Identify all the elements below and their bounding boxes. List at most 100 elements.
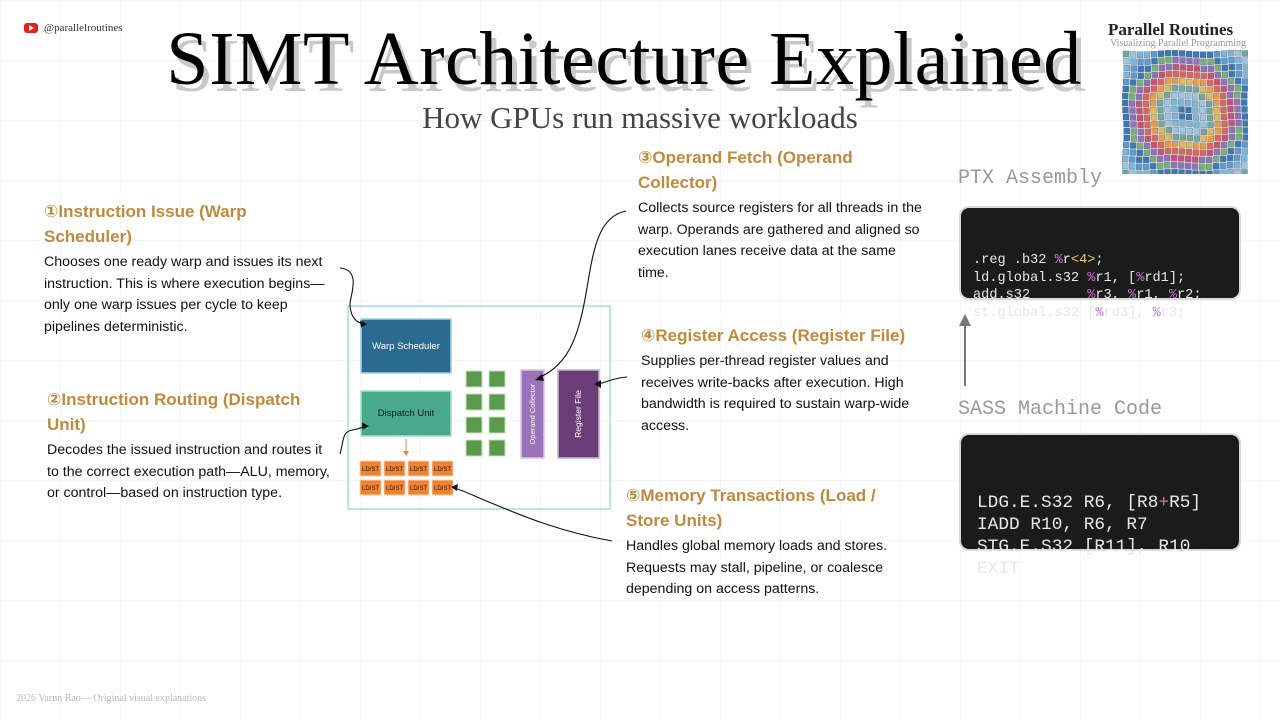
logo-tile bbox=[1242, 141, 1248, 148]
logo-tile bbox=[1178, 50, 1186, 57]
logo-tile bbox=[1157, 92, 1164, 99]
logo-tile bbox=[1200, 79, 1207, 86]
logo-tile bbox=[1158, 134, 1165, 141]
logo-tile bbox=[1158, 57, 1165, 64]
sass-line-4: EXIT bbox=[977, 559, 1020, 579]
logo-tile bbox=[1206, 170, 1213, 174]
logo-tile bbox=[1242, 71, 1248, 78]
logo-tile bbox=[1227, 169, 1234, 174]
logo-tile bbox=[1242, 78, 1248, 85]
logo-tile bbox=[1179, 64, 1186, 71]
dispatch-arrowhead bbox=[403, 451, 409, 456]
logo-tile bbox=[1129, 149, 1136, 156]
logo-tile bbox=[1136, 93, 1143, 100]
logo-tile bbox=[1172, 141, 1179, 148]
logo-tile bbox=[1165, 134, 1172, 141]
logo-tile bbox=[1220, 148, 1227, 155]
logo-tile bbox=[1122, 169, 1129, 174]
logo-tile bbox=[1157, 155, 1164, 162]
logo-tile bbox=[1129, 93, 1136, 100]
logo-tile bbox=[1207, 142, 1214, 149]
logo-tile bbox=[1234, 113, 1242, 120]
logo-tile bbox=[1143, 93, 1150, 100]
logo-tile bbox=[1241, 50, 1248, 57]
logo-tile bbox=[1122, 155, 1129, 163]
callout-arrowheads bbox=[360, 320, 601, 491]
logo-tile bbox=[1207, 121, 1214, 128]
logo-tile bbox=[1172, 71, 1179, 78]
ldst-unit bbox=[383, 460, 406, 477]
step-3-operand-fetch: ③Operand Fetch (Operand Collector) Colle… bbox=[638, 145, 928, 284]
logo-tile bbox=[1193, 65, 1200, 72]
logo-tile bbox=[1157, 162, 1164, 169]
operand-collector-rect bbox=[520, 369, 545, 459]
step-4-register-access: ④Register Access (Register File) Supplie… bbox=[641, 323, 931, 437]
logo-tile bbox=[1193, 72, 1200, 79]
logo-tile bbox=[1235, 71, 1242, 78]
logo-tile bbox=[1207, 72, 1214, 79]
sass-line-1: LDG.E.S32 R6, [R8+R5] bbox=[977, 493, 1202, 513]
logo-tile bbox=[1172, 57, 1179, 64]
logo-tile bbox=[1144, 58, 1151, 65]
logo-tile bbox=[1164, 155, 1171, 162]
logo-tile bbox=[1136, 163, 1143, 170]
logo-tile bbox=[1186, 134, 1193, 142]
logo-tile bbox=[1221, 64, 1228, 71]
ptx-line-4: st.global.s32 [%rd3], %r3; bbox=[973, 305, 1186, 321]
step-3-title: ③Operand Fetch (Operand Collector) bbox=[638, 148, 853, 192]
logo-tile bbox=[1158, 78, 1165, 85]
step-2-instruction-routing: ②Instruction Routing (Dispatch Unit) Dec… bbox=[47, 387, 332, 505]
logo-tile bbox=[1206, 114, 1214, 121]
ptx-code-panel[interactable]: .reg .b32 %r<4>;ld.global.s32 %r1, [%rd1… bbox=[959, 206, 1241, 321]
step-5-memory-transactions: ⑤Memory Transactions (Load / Store Units… bbox=[626, 483, 921, 601]
logo-tile bbox=[1143, 163, 1150, 170]
logo-tile bbox=[1157, 50, 1165, 57]
ldst-unit bbox=[407, 460, 430, 477]
logo-tile bbox=[1178, 113, 1186, 120]
ldst-label: LD/ST bbox=[386, 467, 403, 473]
logo-tile bbox=[1186, 78, 1193, 86]
logo-tile bbox=[1214, 65, 1221, 72]
connector-step-5 bbox=[453, 487, 613, 542]
logo-tile bbox=[1206, 100, 1213, 107]
logo-tile bbox=[1165, 141, 1172, 148]
logo-tile bbox=[1165, 64, 1172, 71]
logo-tile bbox=[1137, 142, 1144, 149]
logo-tile bbox=[1158, 120, 1165, 127]
logo-tile bbox=[1214, 121, 1221, 128]
logo-tile bbox=[1137, 72, 1144, 79]
alu-core-grid bbox=[465, 370, 506, 457]
logo-tile bbox=[1185, 106, 1192, 114]
logo-tile bbox=[1234, 106, 1241, 113]
register-file-label: Register File bbox=[573, 390, 583, 438]
operand-collector-block: Operand Collector bbox=[520, 369, 545, 459]
logo-tile bbox=[1144, 79, 1151, 86]
connector-step-3 bbox=[537, 210, 627, 379]
logo-tile bbox=[1151, 72, 1158, 79]
logo-tile bbox=[1220, 155, 1227, 162]
logo-tile bbox=[1179, 120, 1186, 127]
logo-tile bbox=[1130, 58, 1137, 65]
ldst-unit bbox=[431, 479, 454, 496]
logo-tile bbox=[1165, 78, 1172, 85]
logo-tile bbox=[1171, 92, 1178, 99]
logo-tile bbox=[1130, 121, 1137, 128]
logo-tile bbox=[1137, 135, 1144, 142]
logo-tile bbox=[1151, 121, 1158, 128]
logo-tile bbox=[1122, 162, 1129, 170]
ldst-label: LD/ST bbox=[434, 467, 451, 473]
logo-tile bbox=[1220, 169, 1227, 174]
channel-badge[interactable]: @parallelroutines bbox=[24, 22, 123, 34]
logo-tile bbox=[1235, 134, 1242, 141]
logo-tile bbox=[1206, 51, 1214, 58]
logo-tile bbox=[1172, 134, 1179, 141]
logo-tile bbox=[1136, 107, 1143, 114]
logo-tile bbox=[1220, 162, 1227, 169]
logo-tile bbox=[1213, 86, 1220, 93]
logo-tile bbox=[1228, 141, 1235, 148]
logo-tile bbox=[1221, 78, 1228, 85]
logo-tile bbox=[1206, 93, 1213, 100]
logo-tile bbox=[1213, 93, 1220, 100]
